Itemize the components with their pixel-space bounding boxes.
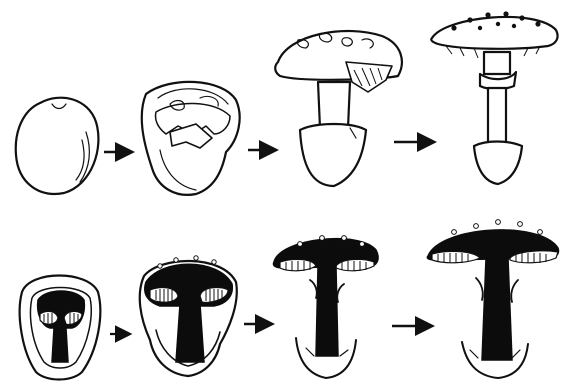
stage-egg-section [20,276,101,380]
stage-expanding-section [273,236,378,378]
stage-mature [431,11,557,184]
stage-veil-splitting [142,82,240,195]
stage-mature-section [427,220,558,378]
stage-egg [16,98,99,194]
stage-emerging-section [140,256,237,376]
stage-cap-expanding [275,31,402,186]
